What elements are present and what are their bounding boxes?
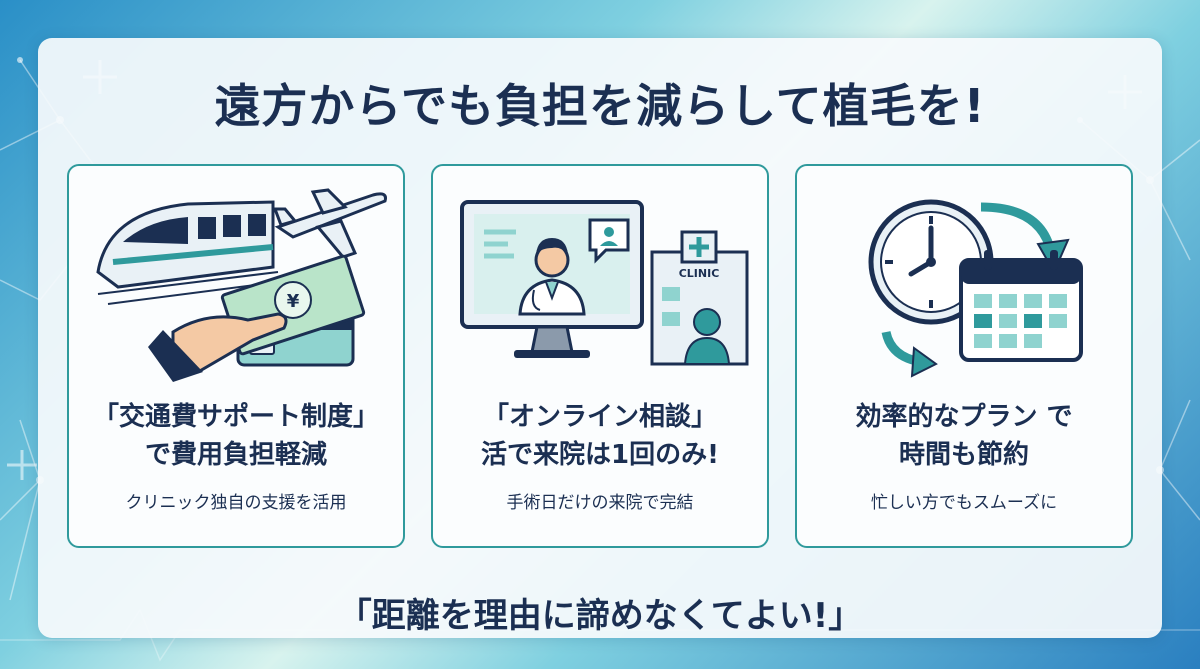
card-subtext: 手術日だけの来院で完結 <box>506 493 694 513</box>
train-icon <box>96 200 279 305</box>
travel-cost-illustration: ¥ <box>96 188 387 382</box>
card-heading-line2: 活で来院は1回のみ! <box>481 440 719 470</box>
card-travel-support: ¥ 「交通費サポート制度」 で費用負担軽減 クリニック独自の支援を活用 <box>67 164 405 548</box>
card-heading-line1: 「交通費サポート制度」 <box>92 402 379 432</box>
card-heading: 効率的なプラン で 時間も節約 <box>797 398 1131 474</box>
card-heading-line2: で費用負担軽減 <box>144 440 327 470</box>
card-heading-line1: 「オンライン相談」 <box>482 402 717 432</box>
chat-bubble-icon <box>588 218 630 264</box>
clinic-sign: CLINIC <box>679 267 720 280</box>
card-online-consultation: CLINIC 「オンライン相談」 活で来院は1回のみ! 手術日だけの来院で完結 <box>431 164 769 548</box>
hand-cash-icon: ¥ <box>148 254 366 382</box>
card-efficient-plan: 効率的なプラン で 時間も節約 忙しい方でもスムーズに <box>795 164 1133 548</box>
card-subtext: クリニック独自の支援を活用 <box>125 493 347 513</box>
airplane-icon <box>272 188 387 259</box>
card-heading-line2: 時間も節約 <box>898 440 1029 470</box>
svg-text:¥: ¥ <box>287 291 300 312</box>
online-consult-illustration: CLINIC <box>460 200 749 366</box>
footer-tagline: 「距離を理由に諦めなくてよい!」 <box>337 596 863 636</box>
page-title: 遠方からでも負担を減らして植毛を! <box>214 79 986 133</box>
card-heading-line1: 効率的なプラン で <box>855 402 1073 432</box>
card-heading: 「交通費サポート制度」 で費用負担軽減 <box>69 398 403 474</box>
card-heading: 「オンライン相談」 活で来院は1回のみ! <box>433 398 767 474</box>
clinic-building-icon: CLINIC <box>650 230 749 366</box>
time-saving-illustration <box>868 199 1083 378</box>
card-subtext: 忙しい方でもスムーズに <box>870 493 1058 513</box>
calendar-icon <box>959 250 1083 362</box>
